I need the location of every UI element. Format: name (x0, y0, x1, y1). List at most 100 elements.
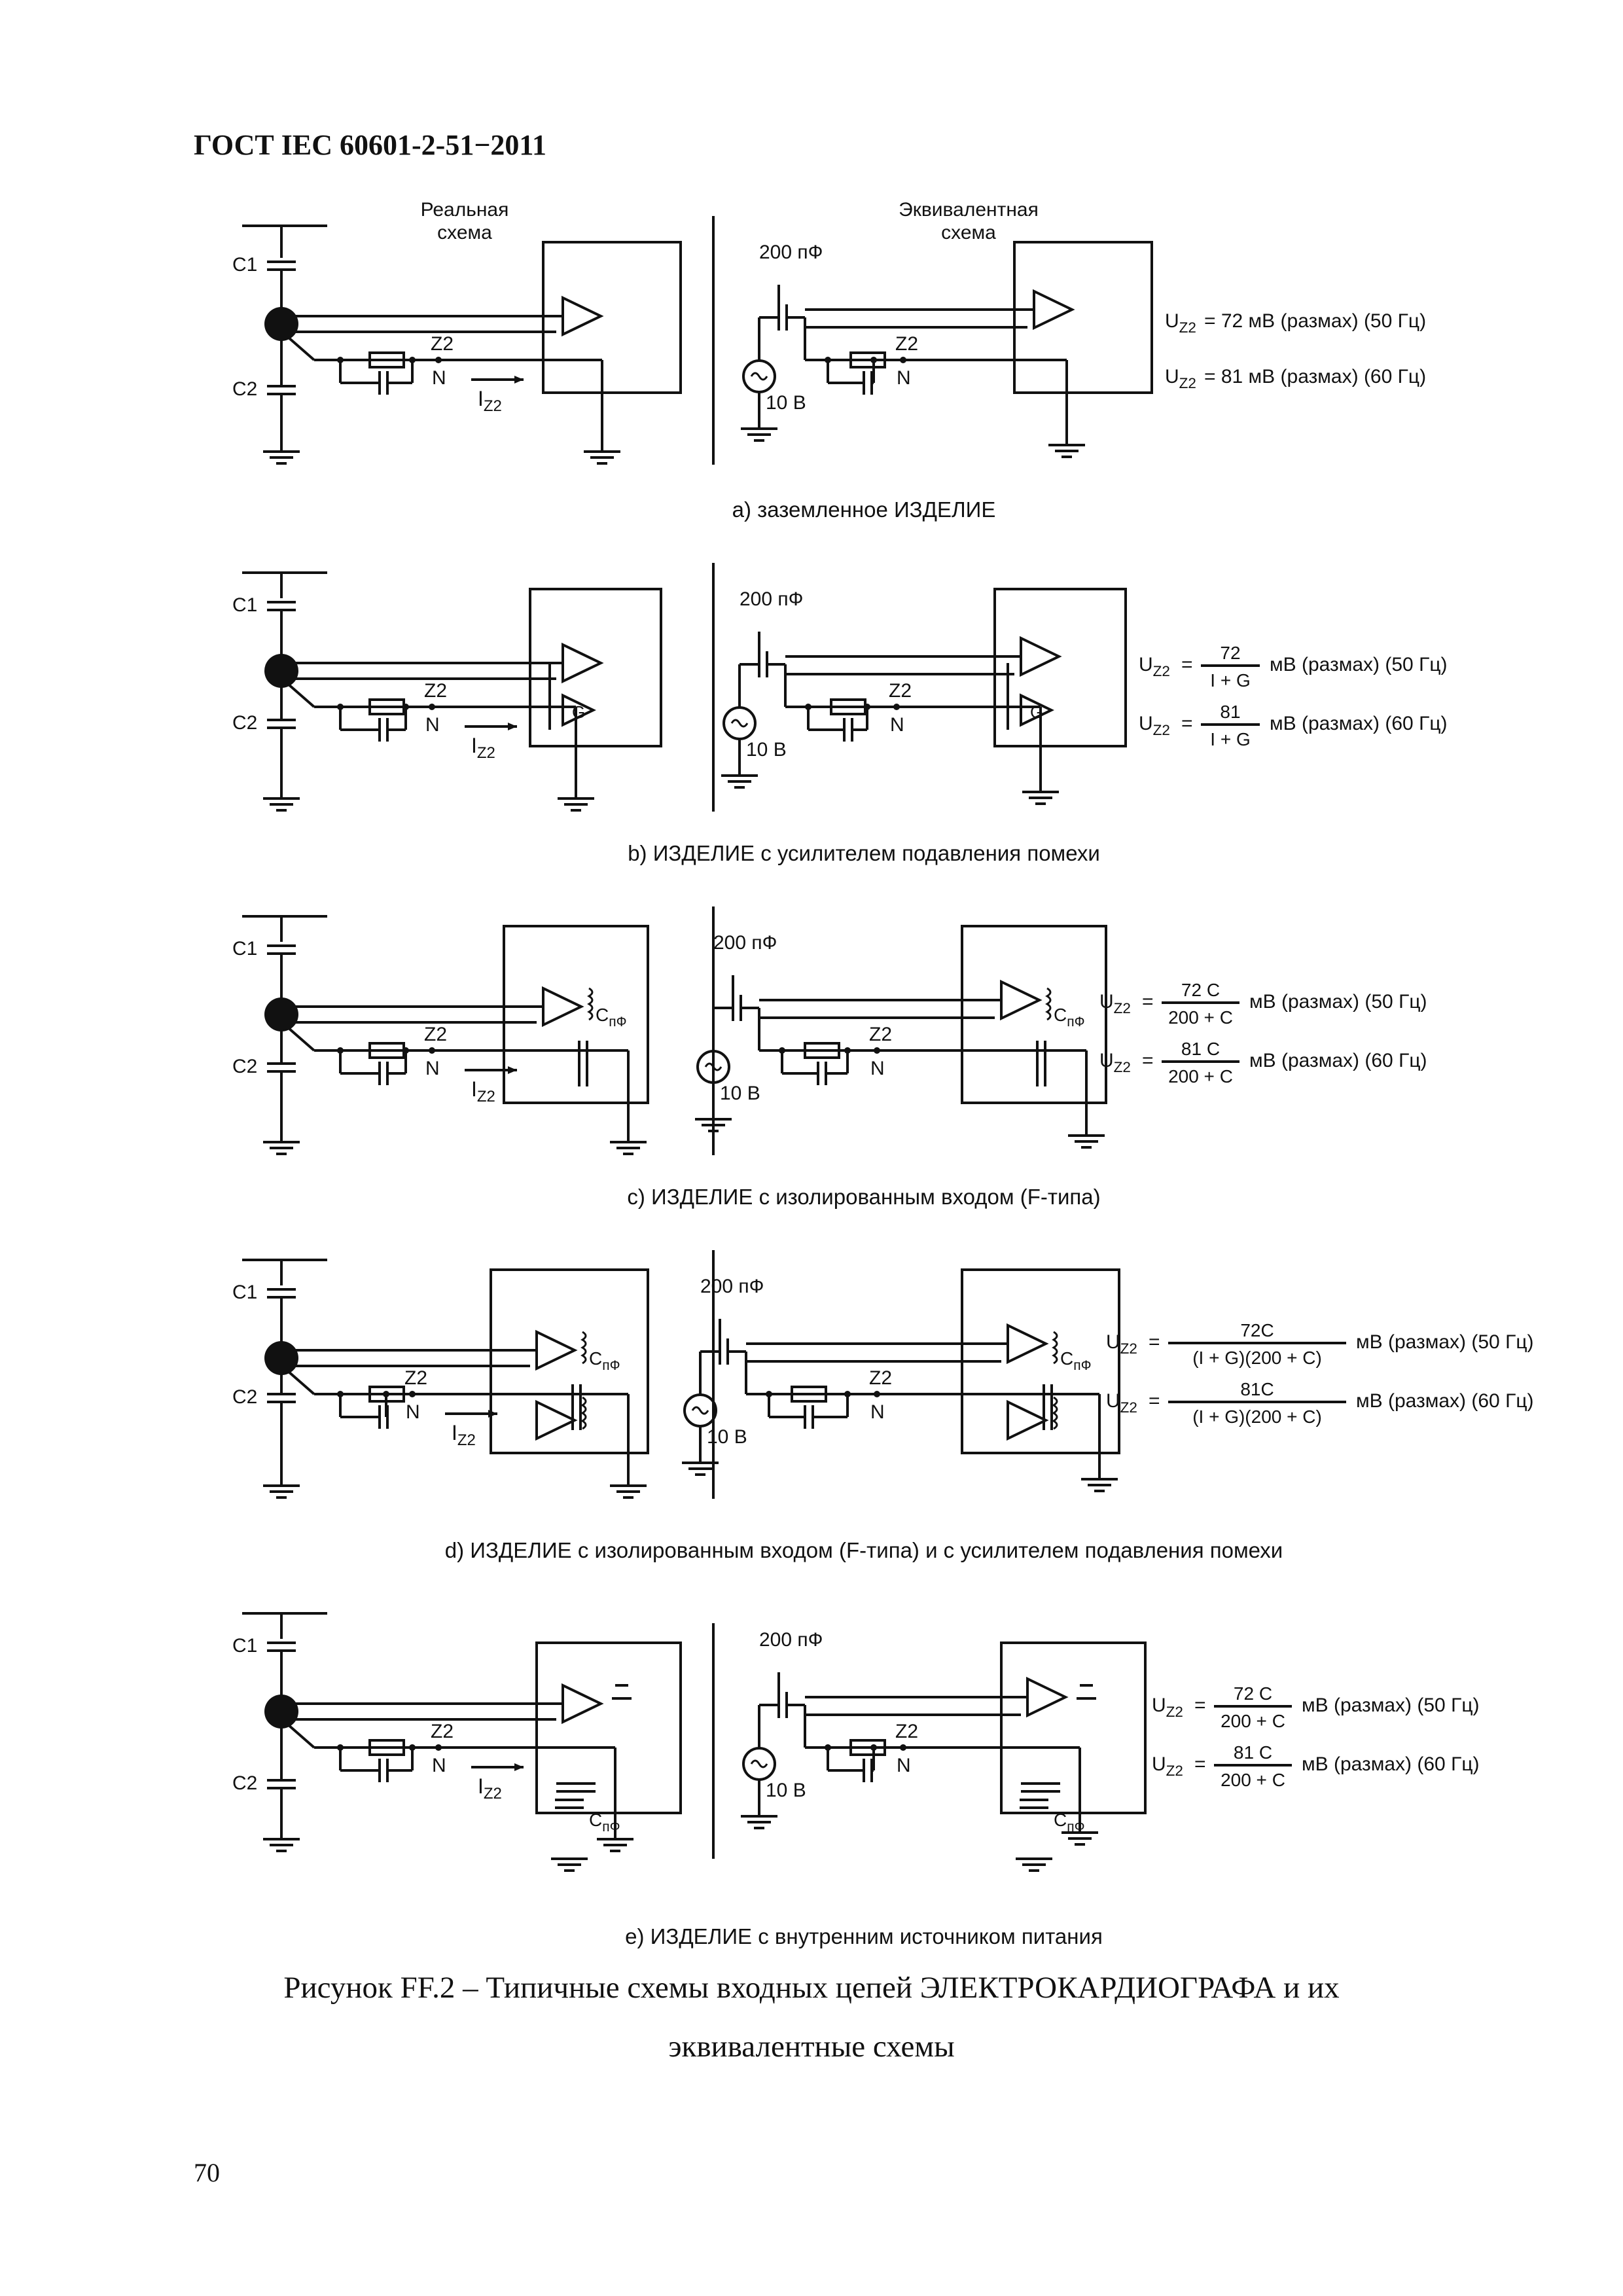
panel-caption: е) ИЗДЕЛИЕ с внутренним источником питан… (625, 1924, 1103, 1948)
figure-caption-line1: Рисунок FF.2 – Типичные схемы входных це… (283, 1971, 1340, 2005)
fraction-numerator: 81C (1240, 1379, 1274, 1399)
fraction-numerator: 72C (1240, 1320, 1274, 1340)
resistor (368, 698, 405, 715)
fraction-denominator: 200 + C (1168, 1007, 1233, 1028)
amplifier (535, 1329, 578, 1371)
z2-label: Z2 (895, 1721, 918, 1742)
c2-label: C2 (232, 378, 257, 400)
fraction-denominator: 200 + C (1168, 1066, 1233, 1086)
resistor (368, 1042, 405, 1059)
formula-60: = 81 мВ (размах) (60 Гц) (1204, 366, 1426, 387)
panel-caption: с) ИЗДЕЛИЕ с изолированным входом (F-тип… (627, 1185, 1101, 1209)
resistor (368, 1739, 405, 1756)
current-label: IZ2 (471, 1077, 495, 1105)
fraction-numerator: 81 (1220, 702, 1240, 722)
arrow-head (508, 723, 517, 730)
c2-label: C2 (232, 1386, 257, 1408)
n-label: N (870, 1401, 885, 1423)
n-label: N (890, 714, 904, 736)
cap-200pf-label: 200 пФ (759, 242, 823, 263)
n-label: N (425, 714, 440, 736)
formula-tail: мВ (размах) (50 Гц) (1270, 654, 1448, 675)
current-label: IZ2 (471, 734, 495, 762)
patient-electrode (264, 307, 298, 341)
panel-caption: а) заземленное ИЗДЕЛИЕ (732, 497, 996, 522)
n-label: N (870, 1058, 885, 1079)
current-label: IZ2 (478, 1774, 502, 1803)
amplifier (1000, 979, 1043, 1021)
equals-sign: = (1142, 1050, 1154, 1071)
wire (287, 1026, 315, 1052)
cap-200pf-label: 200 пФ (713, 932, 777, 954)
c2-label: C2 (232, 1772, 257, 1794)
z2-label: Z2 (869, 1024, 892, 1045)
wire (287, 1370, 315, 1395)
c1-label: C1 (232, 254, 257, 276)
c1-label: C1 (232, 1282, 257, 1303)
wire (287, 683, 315, 708)
equals-sign: = (1181, 713, 1193, 734)
transformer-coil (587, 987, 594, 1021)
device-box (993, 588, 1127, 747)
amplifier (1020, 636, 1062, 677)
transformer-coil (580, 1396, 587, 1430)
formula-tail: мВ (размах) (60 Гц) (1270, 713, 1448, 734)
u-label: UZ2 (1152, 1695, 1183, 1720)
n-label: N (432, 367, 446, 389)
fraction-numerator: 72 C (1181, 980, 1220, 1000)
formula-tail: мВ (размах) (50 Гц) (1356, 1331, 1534, 1353)
cpf-label: CпФ (589, 1810, 620, 1835)
formula-50: = 72 мВ (размах) (50 Гц) (1204, 310, 1426, 332)
formula-tail: мВ (размах) (50 Гц) (1302, 1695, 1480, 1716)
sine-symbol (750, 372, 768, 381)
arrow-head (514, 1763, 524, 1771)
cap-200pf-label: 200 пФ (759, 1629, 823, 1651)
fraction-denominator: (I + G)(200 + C) (1192, 1348, 1322, 1368)
device-box (490, 1268, 649, 1454)
real-title-2: схема (437, 222, 492, 243)
transformer-coil (580, 1331, 587, 1365)
z2-label: Z2 (431, 1721, 454, 1742)
formula-tail: мВ (размах) (60 Гц) (1302, 1753, 1480, 1775)
cpf-label: CпФ (596, 1005, 627, 1030)
sine-symbol (704, 1062, 722, 1071)
equiv-title-1: Эквивалентная (899, 199, 1039, 221)
c1-label: C1 (232, 938, 257, 960)
figure-caption-line2: эквивалентные схемы (668, 2030, 955, 2064)
resistor (830, 698, 866, 715)
z2-label: Z2 (431, 333, 454, 355)
cap-200pf-label: 200 пФ (700, 1276, 764, 1297)
z2-label: Z2 (869, 1367, 892, 1389)
equals-sign: = (1181, 654, 1193, 675)
n-label: N (432, 1755, 446, 1776)
amplifier (562, 295, 604, 337)
resistor (849, 351, 886, 368)
device-box (961, 1268, 1120, 1454)
equals-sign: = (1194, 1695, 1206, 1716)
fraction-denominator: 200 + C (1221, 1770, 1285, 1790)
voltage-formula-50: UZ2 (1165, 310, 1196, 336)
panel-caption: d) ИЗДЕЛИЕ с изолированным входом (F-тип… (444, 1538, 1283, 1562)
equals-sign: = (1149, 1331, 1160, 1353)
fraction-numerator: 81 C (1234, 1742, 1272, 1763)
c2-label: C2 (232, 1056, 257, 1077)
document-header: ГОСТ IEC 60601-2-51−2011 (194, 129, 546, 161)
10v-label: 10 В (766, 392, 806, 414)
fraction-denominator: I + G (1210, 670, 1250, 691)
current-label: IZ2 (452, 1421, 476, 1449)
device-box (503, 925, 649, 1104)
cpf-label: CпФ (589, 1348, 620, 1373)
c1-label: C1 (232, 594, 257, 616)
n-label: N (425, 1058, 440, 1079)
